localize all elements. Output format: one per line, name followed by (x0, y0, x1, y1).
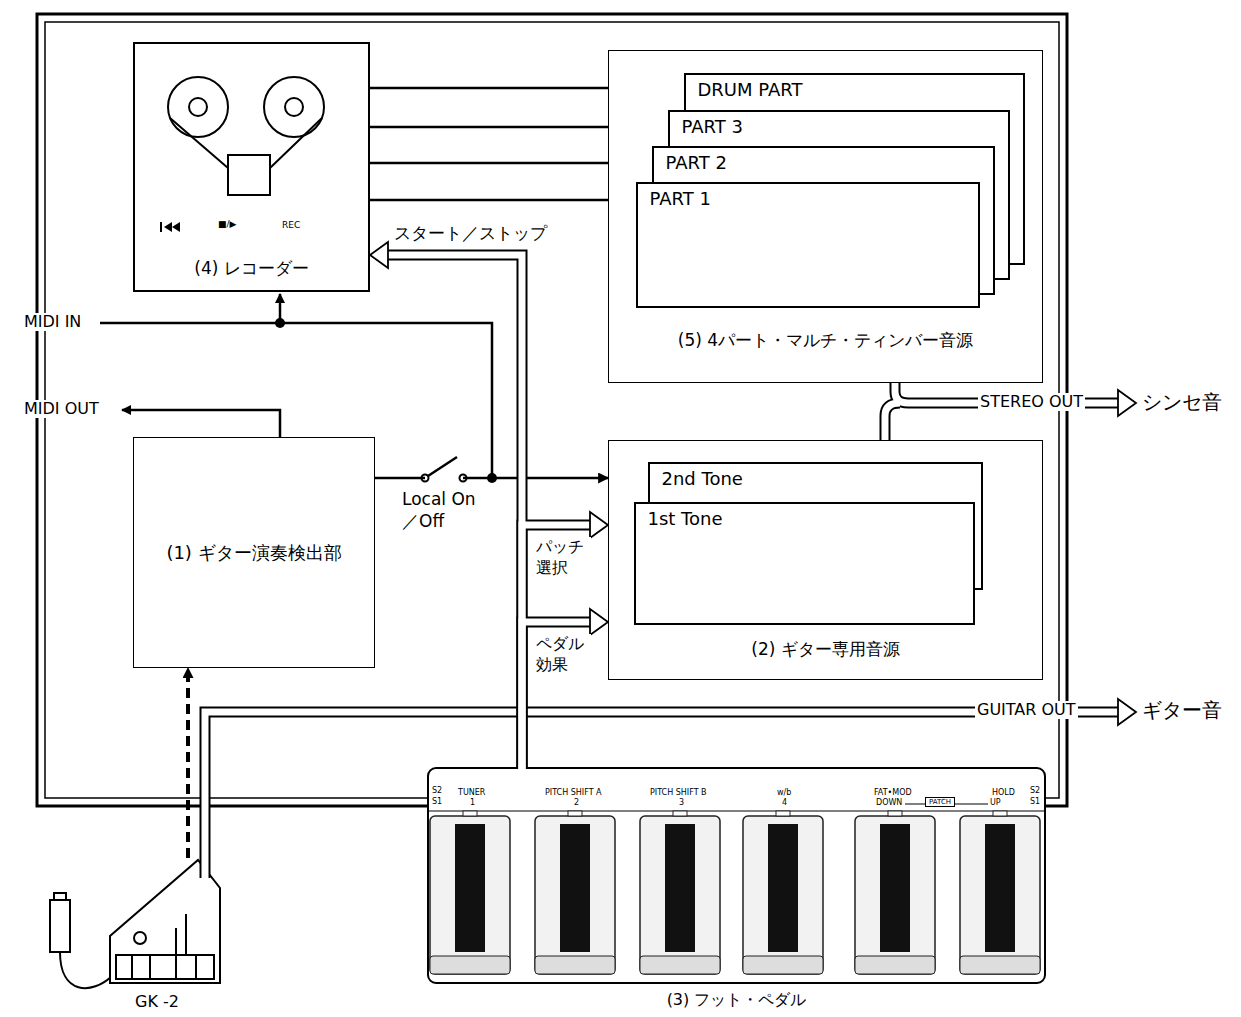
gk2-pickup: GK -2 (40, 858, 235, 1015)
signal-label: ■/▶ (216, 219, 238, 229)
control-arrow-fill (522, 622, 593, 770)
node-label: DRUM PART (698, 79, 803, 100)
outer-frame (37, 14, 1067, 806)
part-box: PART 1 (636, 182, 980, 308)
sensor-link (186, 668, 190, 858)
signal-label: HOLD (990, 788, 1017, 797)
text-slot: (5) 4パート・マルチ・ティンバー音源 (609, 329, 1042, 352)
signal-arrow (375, 477, 608, 480)
signal-label: GUITAR OUT (975, 701, 1078, 719)
edge-label: パッチ 選択 (534, 537, 591, 579)
node-label: 1st Tone (648, 508, 723, 529)
signal-label: UP (988, 798, 1003, 807)
connector-heads (370, 242, 608, 635)
signal-label: FAT•MOD (872, 788, 914, 797)
text-slot: (4) レコーダー (135, 257, 368, 280)
connector-fills (385, 255, 593, 770)
signal-label: S1 (430, 797, 444, 806)
signal-label: シンセ音 (1140, 391, 1224, 414)
text-slot: 2nd Tone (662, 468, 743, 489)
node-label: (1) ギター演奏検出部 (166, 541, 341, 565)
recorder-box: (4) レコーダー (133, 42, 370, 292)
signal-arrow (370, 199, 636, 202)
node-label: GK -2 (135, 992, 179, 1011)
signal-label: MIDI IN (22, 313, 83, 331)
signal-label: PATCH (925, 797, 955, 807)
gk2-pickup (50, 860, 220, 988)
hollow-arrowhead (590, 512, 608, 538)
text-slot: PART 3 (682, 116, 743, 137)
signal-label: REC (280, 220, 302, 230)
signal-label: PITCH SHIFT B (648, 788, 709, 797)
text-slot: GK -2 (135, 992, 179, 1011)
text-slot: PART 1 (650, 188, 711, 209)
node-label: PART 2 (666, 152, 727, 173)
signal-label: 4 (780, 798, 789, 807)
sound-module-box: (5) 4パート・マルチ・ティンバー音源 DRUM PART PART 3 PART … (608, 50, 1043, 383)
control-arrow (387, 255, 522, 768)
local-switch (422, 457, 467, 482)
control-arrow (522, 622, 591, 768)
signal-label: w/b (775, 788, 793, 797)
text-slot: PART 2 (666, 152, 727, 173)
text-slot: (3) フット・ペダル (428, 990, 1045, 1011)
guitar-synth-box: (2) ギター専用音源 2nd Tone 1st Tone (608, 440, 1043, 680)
signal-label: S2 (430, 786, 444, 795)
signal-label: 1 (468, 798, 477, 807)
pedal-board (428, 768, 1045, 983)
signal-label: MIDI OUT (22, 400, 101, 418)
signal-label: STEREO OUT (978, 393, 1085, 411)
node-label: (4) レコーダー (194, 257, 308, 280)
signal-label: S2 (1028, 786, 1042, 795)
hollow-arrowhead (370, 242, 388, 268)
node-label: PART 3 (682, 116, 743, 137)
control-arrow (522, 525, 591, 768)
text-slot: (1) ギター演奏検出部 (134, 541, 374, 565)
control-arrow-fill (522, 525, 593, 770)
node-label: (2) ギター専用音源 (751, 638, 899, 661)
recorder-illustration (160, 77, 324, 232)
signal-label: S1 (1028, 797, 1042, 806)
edge-label: Local On／Off (400, 488, 484, 532)
signal-label: PITCH SHIFT A (543, 788, 604, 797)
node-label: PART 1 (650, 188, 711, 209)
tone-box: 1st Tone (634, 502, 975, 625)
signal-label: ギター音 (1140, 699, 1224, 722)
hollow-arrowhead (590, 609, 608, 635)
detector-box: (1) ギター演奏検出部 (133, 437, 375, 668)
node-label: (3) フット・ペダル (667, 990, 807, 1011)
signal-label: 3 (677, 798, 686, 807)
control-arrow-fill (385, 255, 522, 770)
text-slot: (2) ギター専用音源 (609, 638, 1042, 661)
text-slot: 1st Tone (648, 508, 723, 529)
signal-label: DOWN (874, 798, 904, 807)
node-label: 2nd Tone (662, 468, 743, 489)
edge-label: スタート／ストップ (392, 222, 549, 244)
signal-label: 2 (572, 798, 581, 807)
text-slot: DRUM PART (698, 79, 803, 100)
signal-label: TUNER (456, 788, 487, 797)
edge-label: ペダル 効果 (534, 634, 591, 676)
node-label: (5) 4パート・マルチ・ティンバー音源 (678, 329, 973, 352)
